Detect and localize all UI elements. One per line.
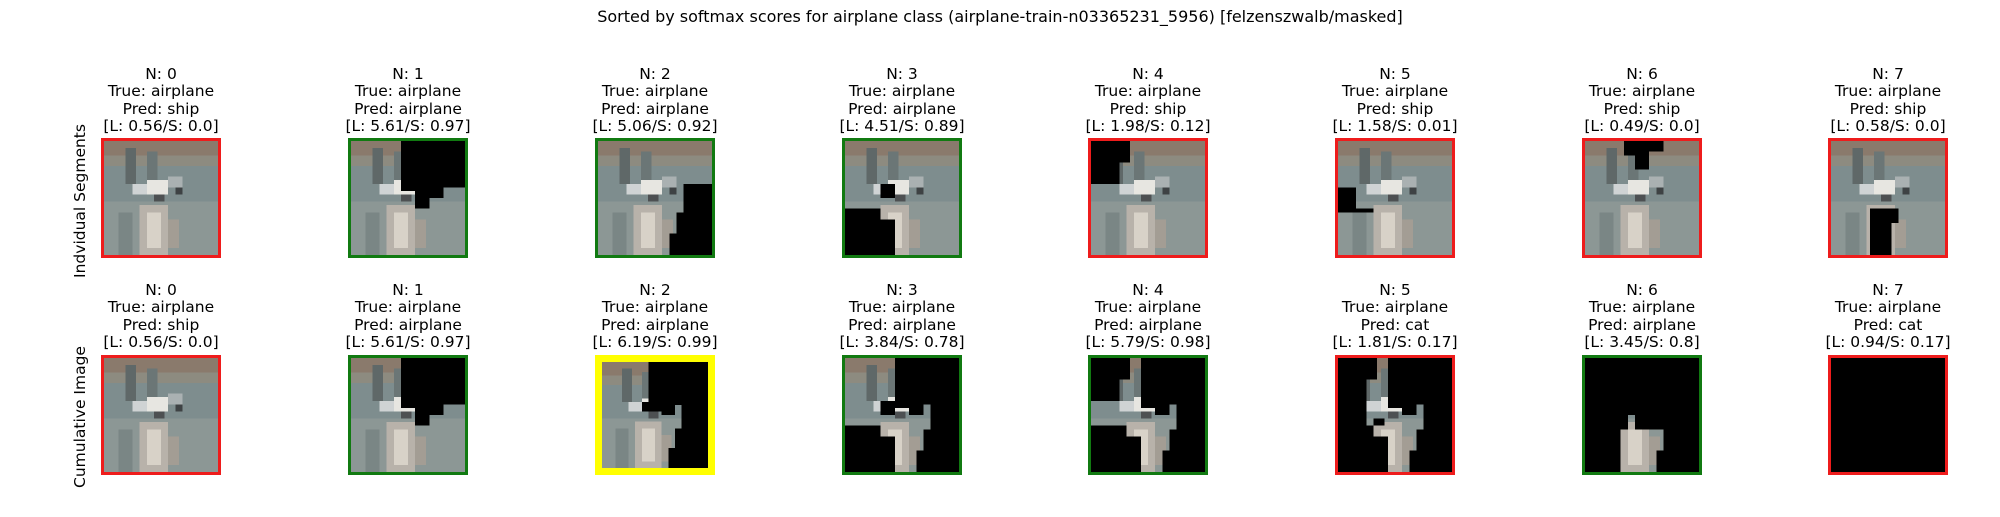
- caption-n: N: 7: [1872, 281, 1904, 299]
- caption-n: N: 2: [639, 281, 671, 299]
- caption-scores: [L: 6.19/S: 0.99]: [592, 333, 718, 352]
- caption-scores: [L: 3.84/S: 0.78]: [839, 333, 965, 352]
- caption-scores: [L: 1.58/S: 0.01]: [1332, 117, 1458, 136]
- segment-image-r1-c2: [595, 355, 715, 475]
- caption-scores: [L: 5.06/S: 0.92]: [592, 117, 718, 136]
- caption-true: True: airplane: [1341, 82, 1449, 101]
- caption-pred: Pred: ship: [1603, 99, 1681, 118]
- caption-scores: [L: 0.94/S: 0.17]: [1825, 333, 1951, 352]
- caption-n: N: 3: [886, 65, 918, 83]
- caption-pred: Pred: airplane: [848, 315, 956, 334]
- segment-image-r0-c0: [101, 138, 221, 258]
- caption-scores: [L: 5.79/S: 0.98]: [1085, 333, 1211, 352]
- caption-pred: Pred: ship: [122, 315, 200, 334]
- caption-n: N: 6: [1626, 65, 1658, 83]
- segment-image-r0-c3: [842, 138, 962, 258]
- caption-scores: [L: 5.61/S: 0.97]: [345, 117, 471, 136]
- caption-true: True: airplane: [601, 82, 709, 101]
- caption-true: True: airplane: [354, 82, 462, 101]
- caption-n: N: 4: [1132, 65, 1164, 83]
- segment-image-r0-c6: [1582, 138, 1702, 258]
- caption-n: N: 3: [886, 281, 918, 299]
- segment-image-r1-c4: [1088, 355, 1208, 475]
- figure-title: Sorted by softmax scores for airplane cl…: [597, 7, 1403, 26]
- caption-n: N: 4: [1132, 281, 1164, 299]
- caption-pred: Pred: ship: [1849, 99, 1927, 118]
- caption-scores: [L: 1.98/S: 0.12]: [1085, 117, 1211, 136]
- caption-true: True: airplane: [1094, 82, 1202, 101]
- row-label-individual: Indvidual Segments: [71, 124, 89, 278]
- segment-image-r0-c4: [1088, 138, 1208, 258]
- caption-true: True: airplane: [848, 298, 956, 317]
- caption-n: N: 6: [1626, 281, 1658, 299]
- caption-pred: Pred: airplane: [1094, 315, 1202, 334]
- segment-image-r1-c1: [348, 355, 468, 475]
- caption-scores: [L: 0.56/S: 0.0]: [103, 333, 219, 352]
- caption-true: True: airplane: [107, 82, 215, 101]
- caption-n: N: 0: [145, 65, 177, 83]
- segment-image-r0-c7: [1828, 138, 1948, 258]
- caption-pred: Pred: airplane: [601, 99, 709, 118]
- caption-n: N: 2: [639, 65, 671, 83]
- caption-true: True: airplane: [107, 298, 215, 317]
- caption-n: N: 1: [392, 281, 424, 299]
- caption-scores: [L: 5.61/S: 0.97]: [345, 333, 471, 352]
- caption-scores: [L: 0.56/S: 0.0]: [103, 117, 219, 136]
- caption-pred: Pred: airplane: [354, 315, 462, 334]
- caption-true: True: airplane: [848, 82, 956, 101]
- caption-n: N: 5: [1379, 65, 1411, 83]
- segment-image-r1-c7: [1828, 355, 1948, 475]
- caption-scores: [L: 4.51/S: 0.89]: [839, 117, 965, 136]
- caption-scores: [L: 0.58/S: 0.0]: [1830, 117, 1946, 136]
- caption-pred: Pred: airplane: [354, 99, 462, 118]
- segment-image-r1-c0: [101, 355, 221, 475]
- segment-image-r1-c5: [1335, 355, 1455, 475]
- segment-image-r0-c1: [348, 138, 468, 258]
- caption-n: N: 5: [1379, 281, 1411, 299]
- caption-true: True: airplane: [1588, 298, 1696, 317]
- caption-n: N: 7: [1872, 65, 1904, 83]
- segment-image-r1-c3: [842, 355, 962, 475]
- caption-true: True: airplane: [601, 298, 709, 317]
- caption-pred: Pred: ship: [1356, 99, 1434, 118]
- caption-pred: Pred: cat: [1853, 315, 1923, 334]
- caption-true: True: airplane: [1834, 82, 1942, 101]
- caption-true: True: airplane: [1834, 298, 1942, 317]
- caption-pred: Pred: ship: [122, 99, 200, 118]
- caption-scores: [L: 3.45/S: 0.8]: [1584, 333, 1700, 352]
- caption-pred: Pred: airplane: [848, 99, 956, 118]
- caption-true: True: airplane: [1588, 82, 1696, 101]
- caption-pred: Pred: airplane: [601, 315, 709, 334]
- caption-scores: [L: 0.49/S: 0.0]: [1584, 117, 1700, 136]
- segment-image-r0-c2: [595, 138, 715, 258]
- caption-scores: [L: 1.81/S: 0.17]: [1332, 333, 1458, 352]
- caption-true: True: airplane: [354, 298, 462, 317]
- caption-pred: Pred: cat: [1360, 315, 1430, 334]
- caption-n: N: 1: [392, 65, 424, 83]
- caption-n: N: 0: [145, 281, 177, 299]
- caption-true: True: airplane: [1341, 298, 1449, 317]
- row-label-cumulative: Cumulative Image: [71, 346, 89, 488]
- caption-pred: Pred: ship: [1109, 99, 1187, 118]
- caption-pred: Pred: airplane: [1588, 315, 1696, 334]
- segment-image-r0-c5: [1335, 138, 1455, 258]
- caption-true: True: airplane: [1094, 298, 1202, 317]
- segment-image-r1-c6: [1582, 355, 1702, 475]
